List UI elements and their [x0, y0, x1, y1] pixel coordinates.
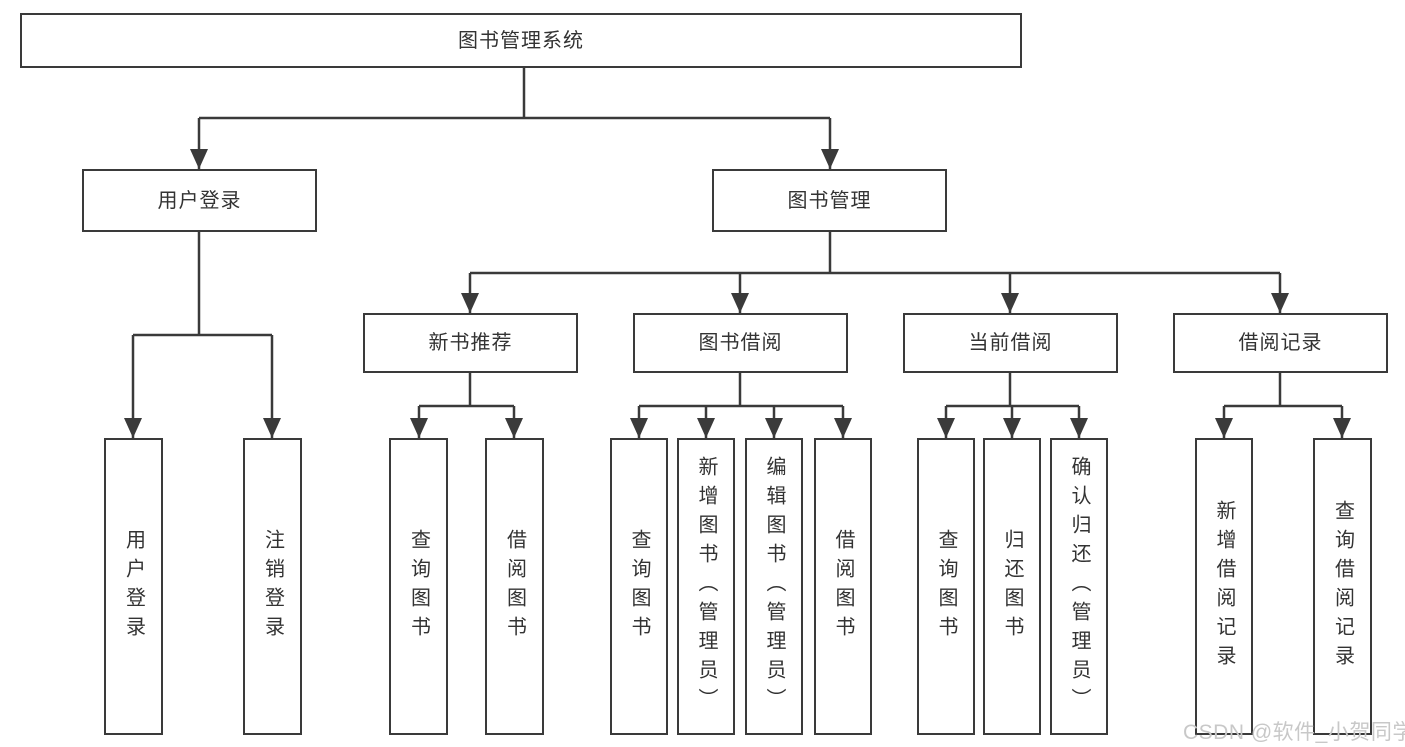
leaf-confirm-return-admin: 确认归还（管理员）: [1050, 438, 1108, 735]
leaf-borrow-books: 借阅图书: [814, 438, 872, 735]
node-user-login: 用户登录: [82, 169, 317, 232]
node-book-borrow: 图书借阅: [633, 313, 848, 373]
leaf-edit-book-admin: 编辑图书（管理员）: [745, 438, 803, 735]
leaf-user-login: 用户登录: [104, 438, 163, 735]
leaf-query-books-current: 查询图书: [917, 438, 975, 735]
leaf-add-borrow-record: 新增借阅记录: [1195, 438, 1253, 735]
leaf-borrow-books-recommend: 借阅图书: [485, 438, 544, 735]
leaf-logout-login: 注销登录: [243, 438, 302, 735]
node-current-borrow: 当前借阅: [903, 313, 1118, 373]
leaf-query-borrow-record: 查询借阅记录: [1313, 438, 1372, 735]
leaf-query-books-borrow: 查询图书: [610, 438, 668, 735]
leaf-add-book-admin: 新增图书（管理员）: [677, 438, 735, 735]
leaf-query-books-recommend: 查询图书: [389, 438, 448, 735]
watermark: CSDN @软件_小贺同学: [1183, 721, 1405, 744]
node-new-book-recommend: 新书推荐: [363, 313, 578, 373]
node-book-management: 图书管理: [712, 169, 947, 232]
node-borrow-records: 借阅记录: [1173, 313, 1388, 373]
node-system-root: 图书管理系统: [20, 13, 1022, 68]
leaf-return-book: 归还图书: [983, 438, 1041, 735]
